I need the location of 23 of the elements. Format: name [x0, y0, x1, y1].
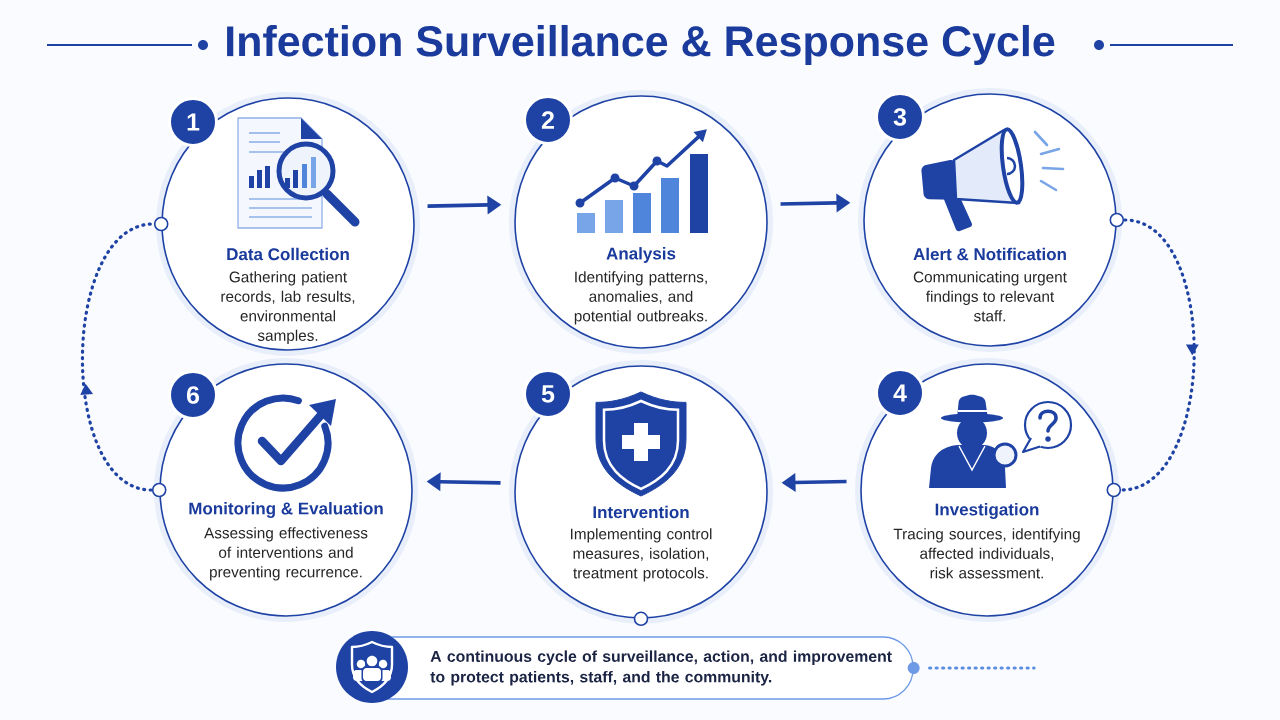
step-description: Tracing sources, identifying affected individuals, risk assessment.: [893, 528, 1080, 579]
arrow: [1120, 218, 1199, 492]
arrow: [80, 222, 155, 492]
step-description: Identifying patterns, anomalies, and potential outbreaks.: [574, 271, 707, 325]
number-badge: 4: [875, 368, 925, 418]
step-description: Communicating urgent findings to relevant staff.: [913, 271, 1067, 322]
dotted-line: [928, 666, 1036, 670]
number-badge: 5: [523, 369, 573, 419]
step-title: Analysis: [606, 247, 676, 263]
title: Infection Surveillance & Response Cycle: [227, 24, 1055, 66]
number-badge: 6: [168, 370, 218, 420]
step-title: Data Collection: [227, 247, 349, 261]
step-description: Gathering patient records, lab results, environmental samples.: [221, 271, 355, 344]
number-badge: 1: [168, 97, 218, 147]
step-title: Investigation: [935, 503, 1039, 519]
number-badge: 2: [523, 95, 573, 145]
step-title: Monitoring & Evaluation: [189, 502, 383, 518]
step-title: Intervention: [593, 505, 689, 519]
number-badge: 3: [875, 92, 925, 142]
step-title: Alert & Notification: [913, 247, 1066, 261]
step-description: Implementing control measures, isolation, treatment protocols.: [571, 528, 712, 582]
step-description: Assessing effectiveness of interventions and preventing recurrence.: [204, 527, 368, 581]
summary-text: A continuous cycle of surveillance, action, and improvement to protect patients, staff, and the community.: [430, 650, 892, 686]
